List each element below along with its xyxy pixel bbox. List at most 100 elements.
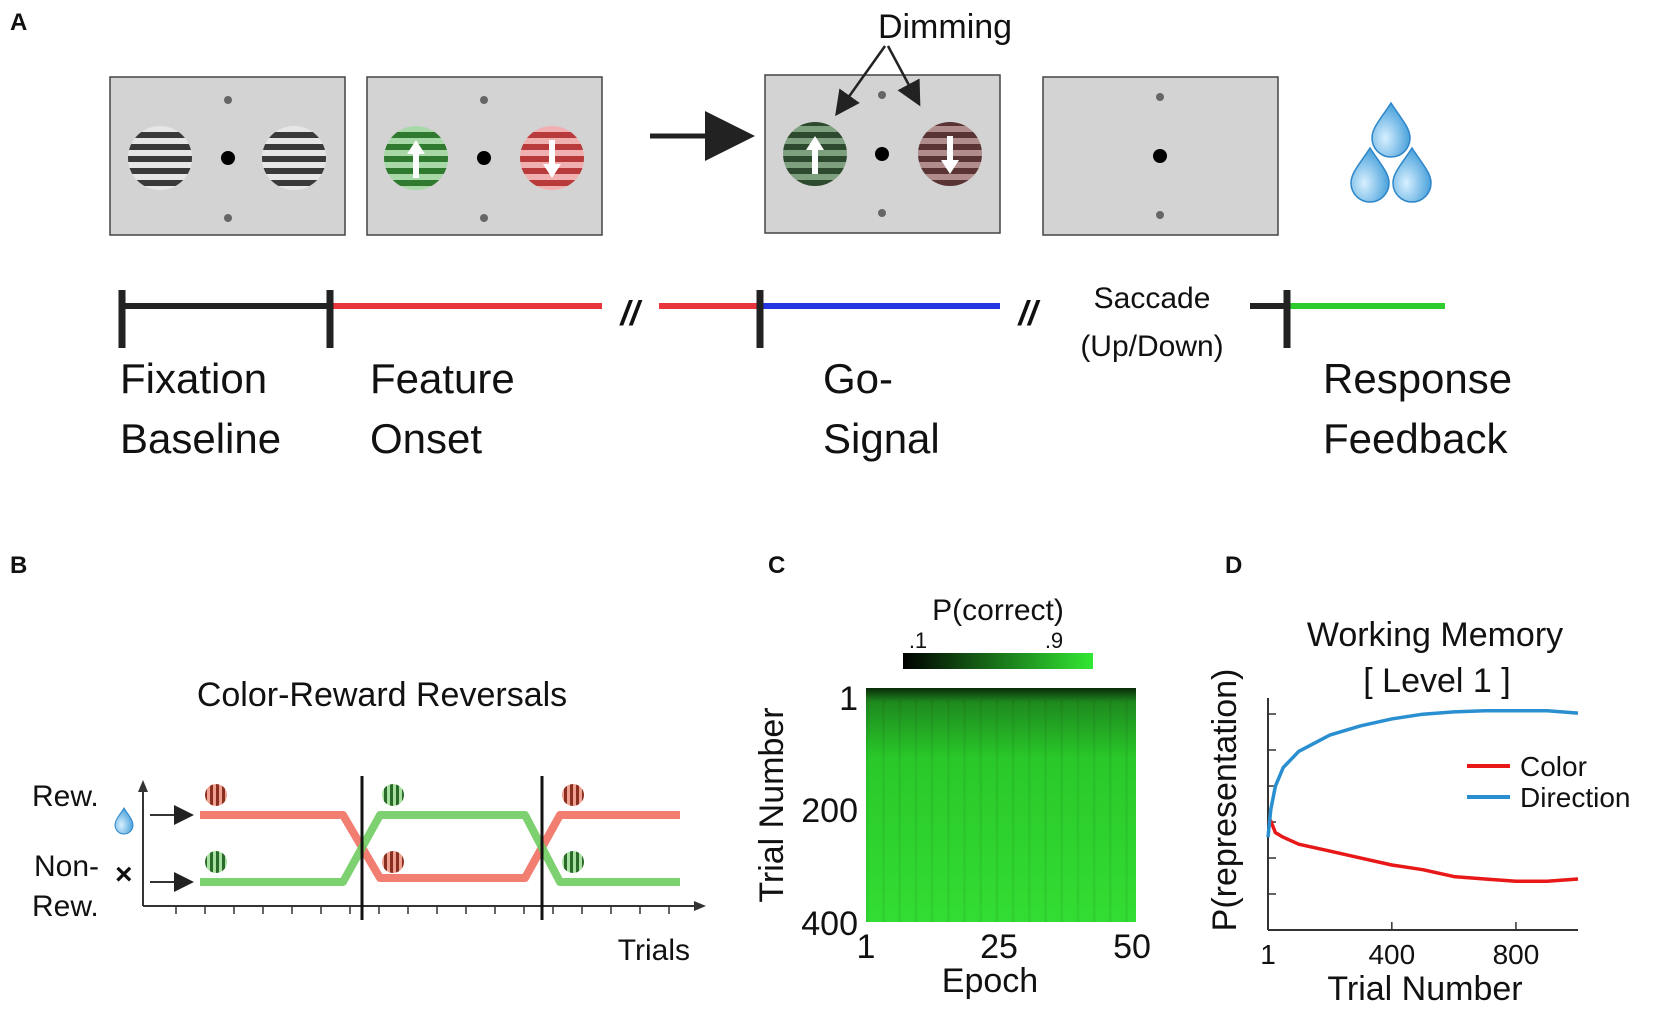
line-chart: 1 400 800: [1260, 698, 1579, 970]
cross-icon: ×: [115, 858, 133, 891]
x-tick-label: 800: [1493, 939, 1540, 970]
colorbar-max: .9: [1045, 628, 1063, 653]
up-arrow-icon: [806, 136, 824, 174]
saccade-label: Saccade: [1094, 282, 1211, 315]
reward-drops-icon: [1350, 101, 1432, 203]
reversal-lines: [200, 776, 680, 920]
red-stimulus-icon: [562, 784, 584, 806]
legend-label-direction: Direction: [1520, 782, 1630, 813]
chart-title: Working Memory: [1307, 616, 1563, 654]
dimming-arrow-left-icon: [835, 45, 887, 117]
epoch-label: Fixation: [120, 355, 267, 402]
heatmap-column: [1125, 700, 1128, 922]
heatmap-xtick: 25: [980, 928, 1018, 966]
target-dot-down: [480, 214, 488, 222]
chart-subtitle: [ Level 1 ]: [1363, 662, 1510, 700]
panel-b-title: Color-Reward Reversals: [197, 676, 567, 714]
water-drop-icon: [114, 807, 134, 835]
panel-letter-d: D: [1225, 552, 1242, 579]
screen-fixation: [109, 76, 346, 236]
heatmap-column: [898, 700, 902, 922]
target-dot-up: [224, 96, 232, 104]
heatmap-texture: [866, 700, 1128, 922]
red-stimulus-icon: [382, 851, 404, 873]
heatmap-column: [963, 700, 966, 922]
saccade-sublabel: (Up/Down): [1080, 330, 1223, 363]
timeline: // //: [118, 290, 1445, 348]
red-stimulus-icon: [205, 784, 227, 806]
epoch-label: Onset: [370, 415, 482, 462]
target-dot-up: [480, 96, 488, 104]
green-color-line: [200, 811, 680, 886]
chart-legend: Color Direction: [1467, 751, 1630, 813]
heatmap: [866, 688, 1136, 922]
fixation-dot: [477, 151, 491, 165]
series-line-color: [1266, 819, 1579, 884]
epoch-label: Response: [1323, 355, 1512, 402]
target-dot-down: [224, 214, 232, 222]
target-dot-up: [878, 91, 886, 99]
heatmap-column: [1011, 700, 1015, 922]
colorbar-min: .1: [909, 628, 927, 653]
green-stimulus-icon: [562, 851, 584, 873]
heatmap-column: [1028, 700, 1031, 922]
screen-feature-onset: [366, 76, 603, 236]
panel-letter-a: A: [10, 9, 27, 36]
heatmap-xtick: 1: [857, 928, 876, 966]
epoch-label: Baseline: [120, 415, 281, 462]
heatmap-column: [866, 700, 869, 922]
epoch-label: Feedback: [1323, 415, 1508, 462]
target-dot-down: [1156, 211, 1164, 219]
fixation-dot: [221, 151, 235, 165]
nonrewarded-label-2: Rew.: [32, 890, 99, 923]
heatmap-xlabel: Epoch: [942, 962, 1038, 1000]
panel-letter-c: C: [768, 552, 785, 579]
epoch-label: Signal: [823, 415, 940, 462]
heatmap-column: [1044, 700, 1047, 922]
heatmap-column: [1076, 700, 1080, 922]
panel-letter-b: B: [10, 552, 27, 579]
fixation-dot: [875, 147, 889, 161]
screen-saccade: [1042, 76, 1279, 236]
heatmap-column: [930, 700, 934, 922]
heatmap-column: [1109, 700, 1112, 922]
red-color-line: [200, 811, 680, 882]
chart-ylabel: P(representation): [1206, 669, 1244, 932]
heatmap-column: [947, 700, 950, 922]
break-mark: //: [619, 295, 643, 333]
epoch-label: Go-: [823, 355, 893, 402]
series-line-direction: [1266, 709, 1579, 838]
down-arrow-icon: [941, 136, 959, 174]
up-arrow-icon: [407, 140, 425, 178]
heatmap-ytick: 400: [801, 905, 858, 943]
heatmap-column: [1060, 700, 1064, 922]
colorbar: [903, 653, 1093, 669]
panel-b-ticks: [175, 906, 670, 914]
heatmap-column: [1092, 700, 1096, 922]
colorbar-title: P(correct): [932, 594, 1064, 627]
heatmap-ytick: 1: [839, 680, 858, 718]
x-tick-label: 400: [1368, 939, 1415, 970]
fixation-dot: [1153, 149, 1167, 163]
chart-xlabel: Trial Number: [1327, 970, 1522, 1008]
heatmap-column: [882, 700, 885, 922]
heatmap-xtick: 50: [1113, 928, 1151, 966]
dimming-arrow-right-icon: [886, 45, 921, 107]
panel-b-xlabel: Trials: [618, 934, 690, 967]
legend-label-color: Color: [1520, 751, 1587, 782]
grating-left: [128, 126, 192, 190]
epoch-label: Feature: [370, 355, 515, 402]
panel-b-axes: [138, 780, 706, 911]
grating-right: [262, 126, 326, 190]
rewarded-label: Rew.: [32, 780, 99, 813]
target-dot-down: [878, 209, 886, 217]
down-arrow-icon: [543, 140, 561, 178]
heatmap-column: [995, 700, 999, 922]
screen-dimming: [764, 74, 1001, 234]
target-dot-up: [1156, 93, 1164, 101]
heatmap-column: [914, 700, 918, 922]
heatmap-ytick: 200: [801, 792, 858, 830]
x-tick-label: 1: [1260, 939, 1276, 970]
